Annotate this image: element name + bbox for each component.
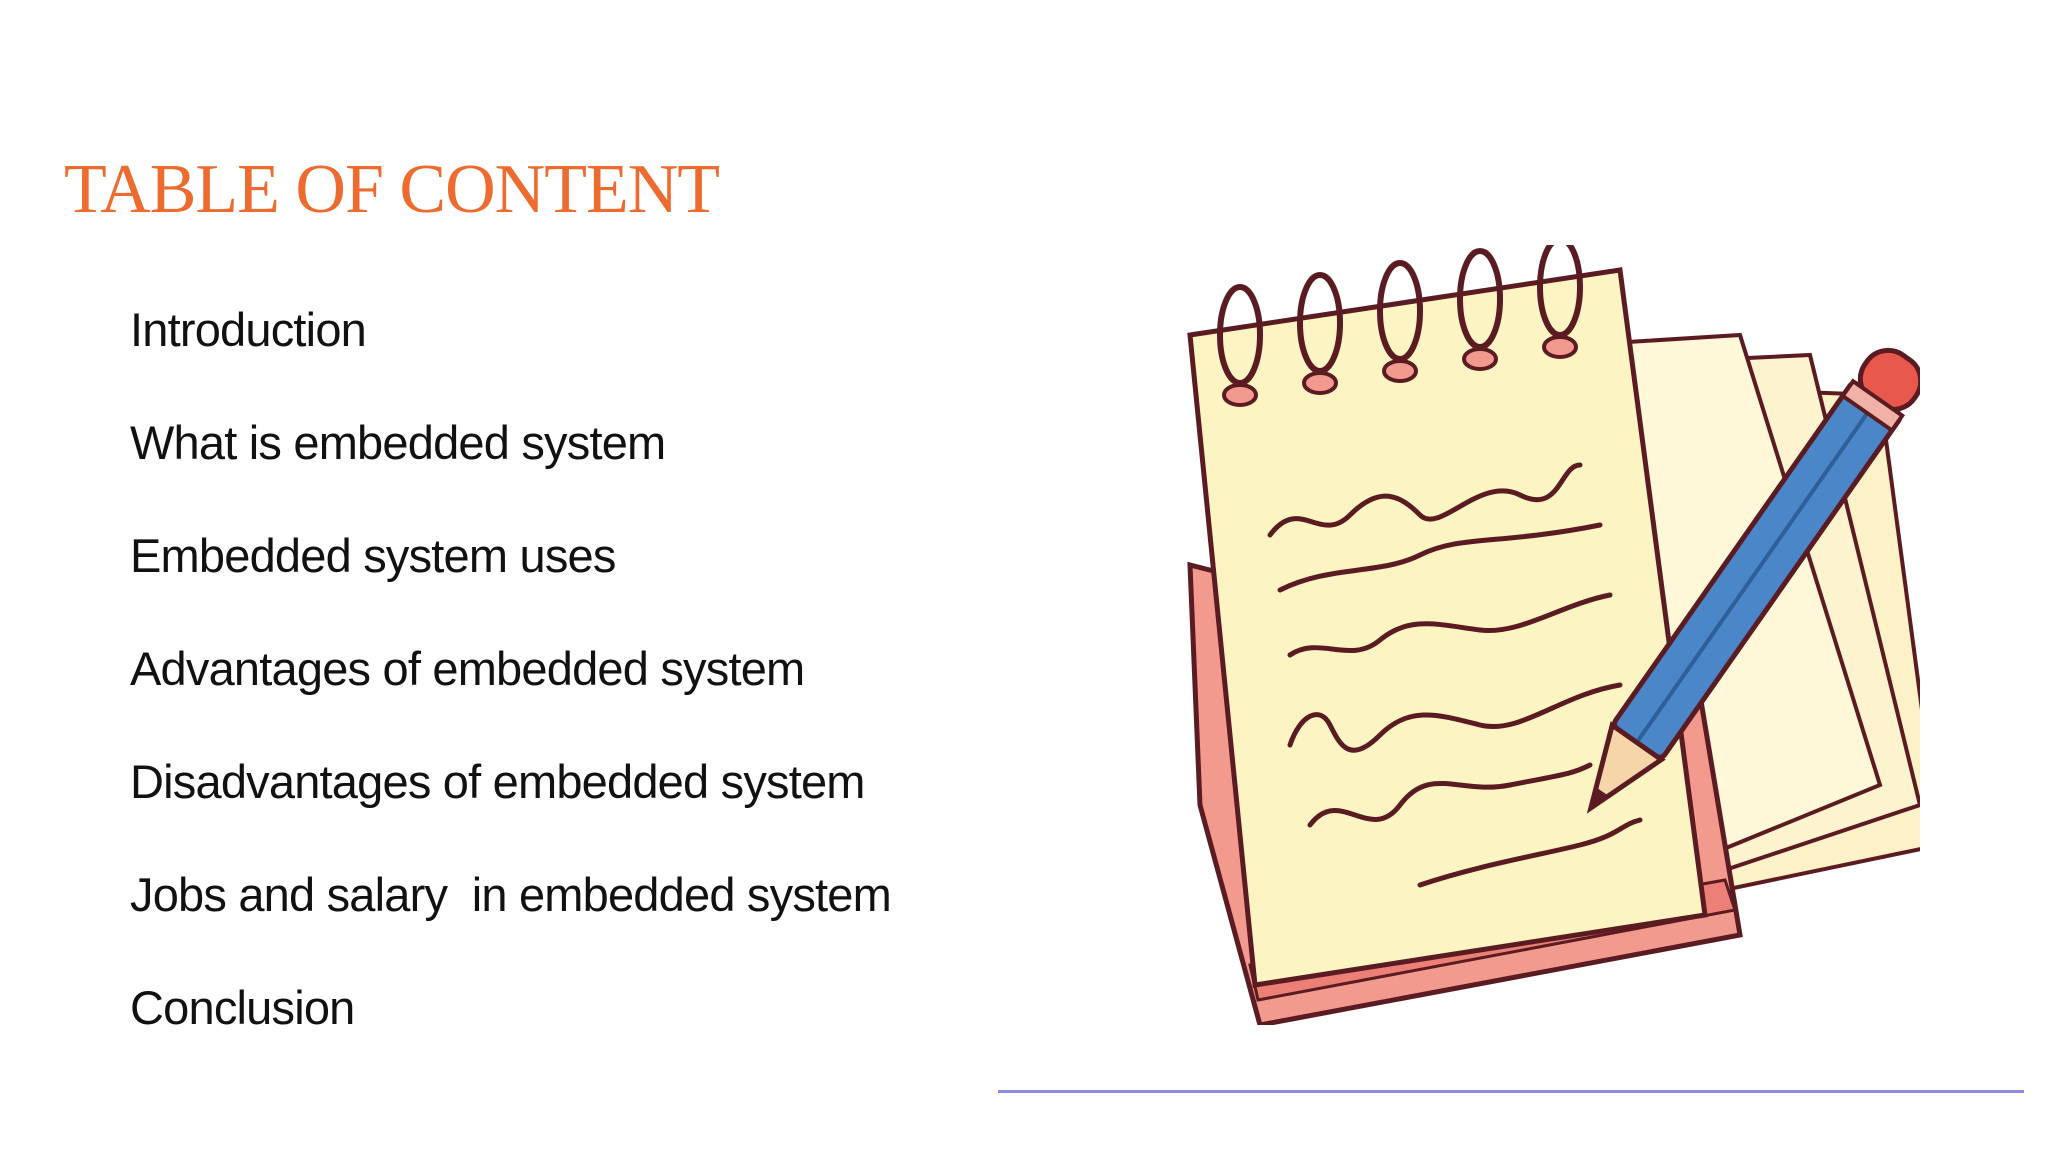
toc-item-introduction: Introduction xyxy=(130,303,367,356)
spiral-holes xyxy=(1222,335,1578,407)
toc-item-disadvantages: Disadvantages of embedded system xyxy=(130,755,865,808)
pencil xyxy=(1586,347,1920,814)
toc-item-jobs-salary: Jobs and salary in embedded system xyxy=(130,868,892,921)
table-of-contents-list: Introduction What is embedded system Emb… xyxy=(130,300,892,1091)
toc-item-conclusion: Conclusion xyxy=(130,981,355,1034)
toc-item-uses: Embedded system uses xyxy=(130,529,616,582)
notebook-pencil-icon xyxy=(1187,245,1920,1025)
toc-item-advantages: Advantages of embedded system xyxy=(130,642,805,695)
handwriting-scribbles xyxy=(1267,462,1643,888)
footer-divider xyxy=(998,1090,2024,1093)
slide-title: TABLE OF CONTENT xyxy=(64,151,720,228)
toc-item-what-is: What is embedded system xyxy=(130,416,666,469)
